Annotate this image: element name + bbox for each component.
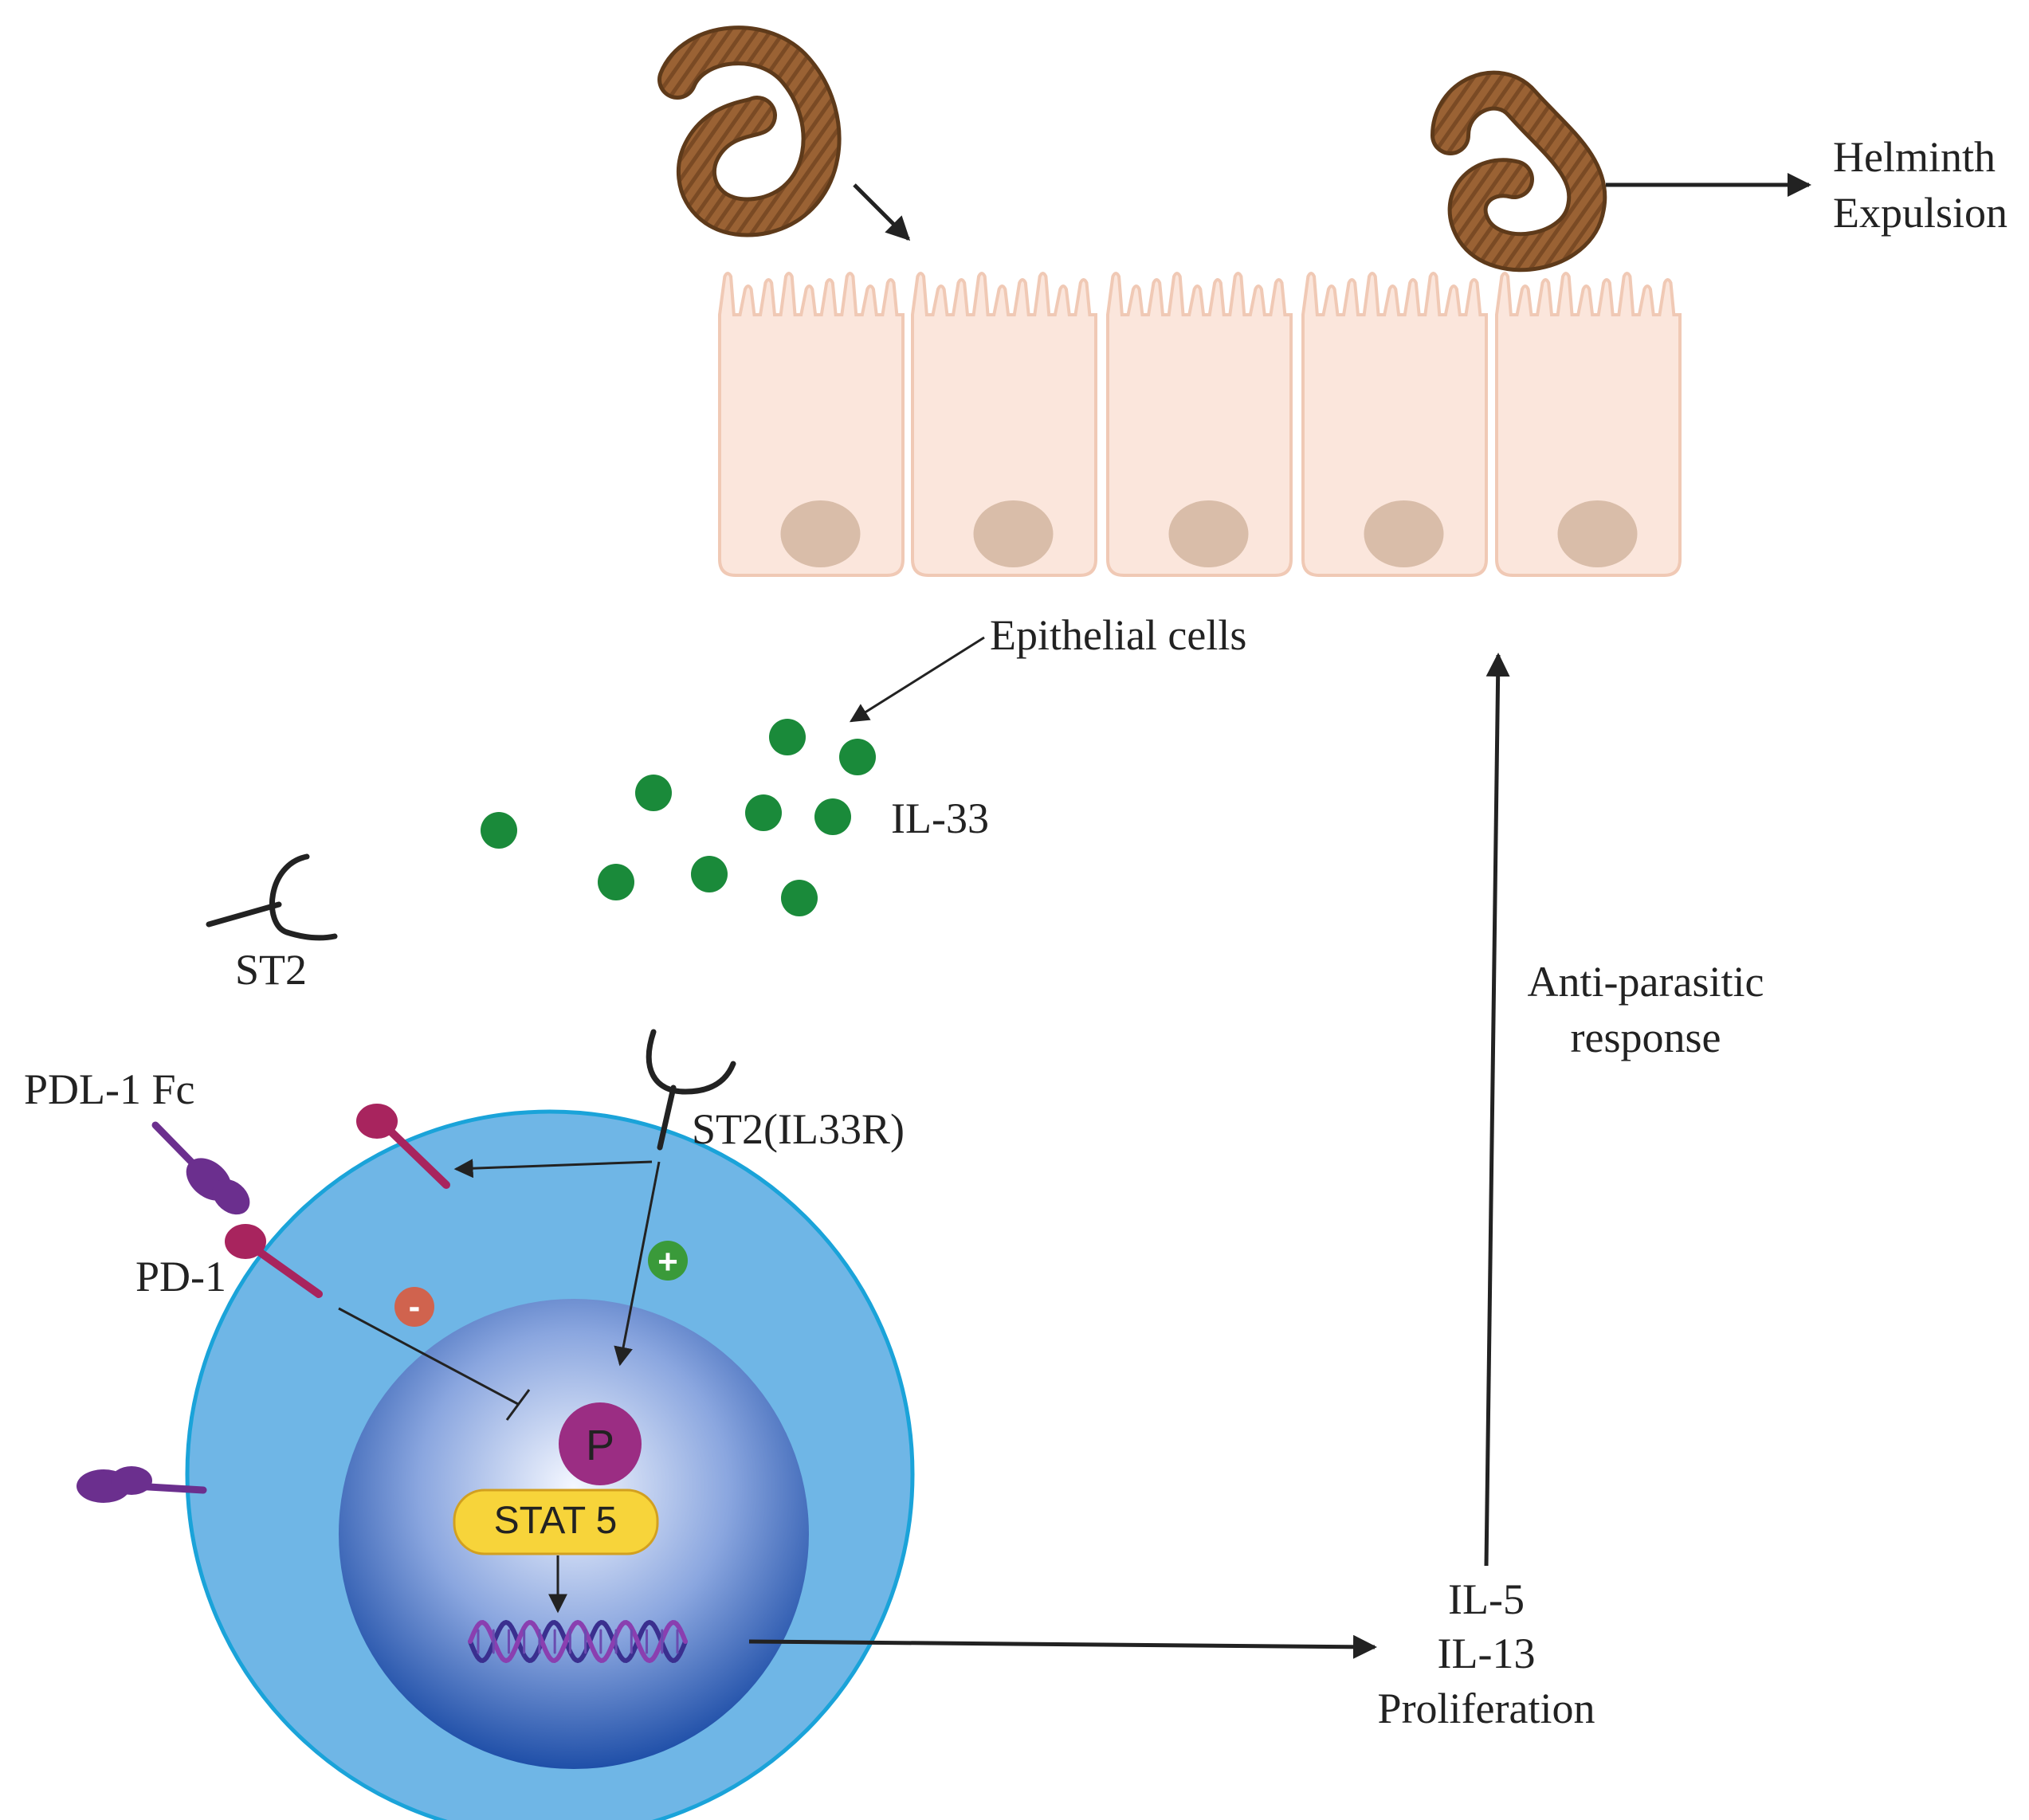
epithelial-nucleus — [780, 500, 861, 567]
dna-strand — [468, 1619, 688, 1664]
pd1-label: PD-1 — [135, 1253, 226, 1300]
epithelial-cells-pointer-arrow — [849, 636, 985, 723]
epithelial-nucleus — [1168, 500, 1249, 567]
pdl1-fc-molecule — [151, 1121, 250, 1215]
dna-strand — [468, 1619, 688, 1664]
il33-molecule — [745, 794, 782, 831]
output-proliferation-label: Proliferation — [1378, 1685, 1595, 1732]
epithelial-nucleus — [1557, 500, 1638, 567]
pd1-receptor — [225, 1224, 323, 1298]
anti-parasitic-response-arrow — [1484, 653, 1510, 1567]
pd1-receptor-upregulated — [356, 1104, 450, 1189]
inhibition-minus-badge: - — [394, 1287, 434, 1327]
pdl1-fc-label: PDL-1 Fc — [24, 1065, 195, 1113]
epithelial-cell-layer — [718, 272, 1682, 577]
epithelial-cell — [1301, 272, 1488, 577]
st2-to-stat5-activation-arrow — [614, 1161, 661, 1367]
st2-il33r-label: ST2(IL33R) — [692, 1105, 905, 1153]
il33-cytokine-cluster — [481, 719, 876, 916]
il33-molecule — [635, 775, 672, 811]
il33-molecule — [839, 739, 876, 775]
epithelial-cell — [1106, 272, 1293, 577]
il33-label: IL-33 — [891, 794, 989, 842]
il33-molecule — [598, 864, 634, 900]
pdl1-fc-bound — [77, 1466, 207, 1503]
phospho-group: P — [559, 1402, 642, 1485]
helminth-worm-1 — [657, 25, 842, 237]
worm-entry-arrow — [853, 183, 911, 241]
st2-il33r-receptor — [646, 1029, 736, 1151]
activation-plus-badge: + — [648, 1241, 688, 1281]
soluble-st2-receptor — [206, 853, 338, 941]
il33-molecule — [814, 798, 851, 835]
stat5-protein: STAT 5 — [453, 1489, 659, 1555]
svg-text:-: - — [409, 1287, 421, 1326]
helminth-worm-2 — [1431, 70, 1607, 273]
epithelial-nucleus — [973, 500, 1054, 567]
epithelial-cell — [911, 272, 1097, 577]
epithelial-cell — [718, 272, 905, 577]
anti-parasitic-label-line2: response — [1571, 1014, 1721, 1061]
epithelial-cell — [1495, 272, 1682, 577]
stat5-label: STAT 5 — [494, 1500, 618, 1542]
svg-text:+: + — [657, 1242, 678, 1281]
anti-parasitic-label-line1: Anti-parasitic — [1528, 958, 1764, 1006]
phospho-label: P — [586, 1422, 614, 1469]
immune-cell — [185, 1109, 915, 1820]
dna-helix — [468, 1619, 688, 1664]
output-il5-label: IL-5 — [1448, 1575, 1525, 1623]
output-il13-label: IL-13 — [1438, 1630, 1536, 1677]
epithelial-cells-label: Epithelial cells — [990, 611, 1246, 659]
epithelial-nucleus — [1364, 500, 1444, 567]
gene-output-arrow — [748, 1634, 1377, 1659]
il33-molecule — [481, 812, 517, 849]
helminth-expulsion-label-line1: Helminth — [1833, 133, 1996, 181]
il33-molecule — [769, 719, 806, 755]
helminth-expulsion-label-line2: Expulsion — [1833, 189, 2007, 237]
st2-label: ST2 — [235, 946, 307, 994]
il33-molecule — [781, 880, 818, 916]
pd1-inhibition-line — [338, 1307, 531, 1421]
il33-molecule — [691, 856, 728, 892]
st2-to-pd1-upregulation-arrow — [453, 1159, 653, 1179]
